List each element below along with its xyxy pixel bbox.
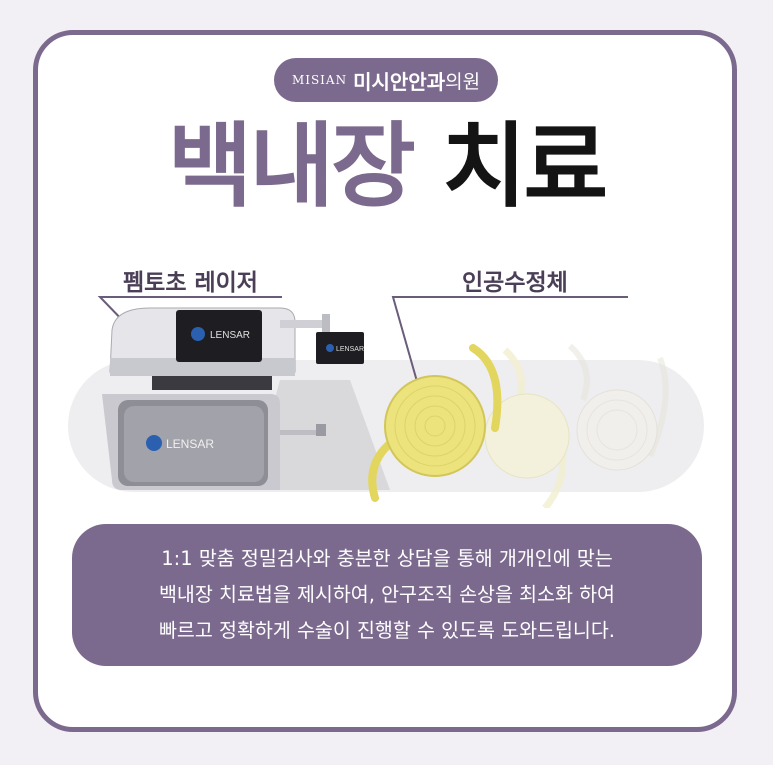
description-panel: 1:1 맞춤 정밀검사와 충분한 상담을 통해 개개인에 맞는 백내장 치료법을…: [72, 524, 702, 666]
description-line-1: 1:1 맞춤 정밀검사와 충분한 상담을 통해 개개인에 맞는: [161, 547, 613, 570]
brand-latin: MISIAN: [291, 73, 348, 87]
monitor-logo-text: LENSAR: [336, 346, 364, 353]
page-title: 백내장 치료: [0, 112, 773, 222]
laser-label: 펨토초 레이저: [123, 270, 258, 296]
femtosecond-laser-machine-image: LENSAR LENSAR LENSAR: [102, 307, 390, 490]
brand-suffix: 의원: [445, 70, 481, 93]
title-treatment: 치료: [441, 113, 608, 220]
description-line-2: 백내장 치료법을 제시하여, 안구조직 손상을 최소화 하여: [158, 583, 615, 606]
brand-name: 미시안안과: [353, 69, 446, 94]
intraocular-lens-image: [368, 343, 669, 508]
base-logo-text: LENSAR: [166, 437, 214, 451]
screen-logo-text: LENSAR: [210, 330, 250, 341]
title-cataract: 백내장: [167, 113, 416, 220]
lens-label: 인공수정체: [462, 270, 568, 296]
description-line-3: 빠르고 정확하게 수술이 진행할 수 있도록 도와드립니다.: [158, 619, 615, 642]
